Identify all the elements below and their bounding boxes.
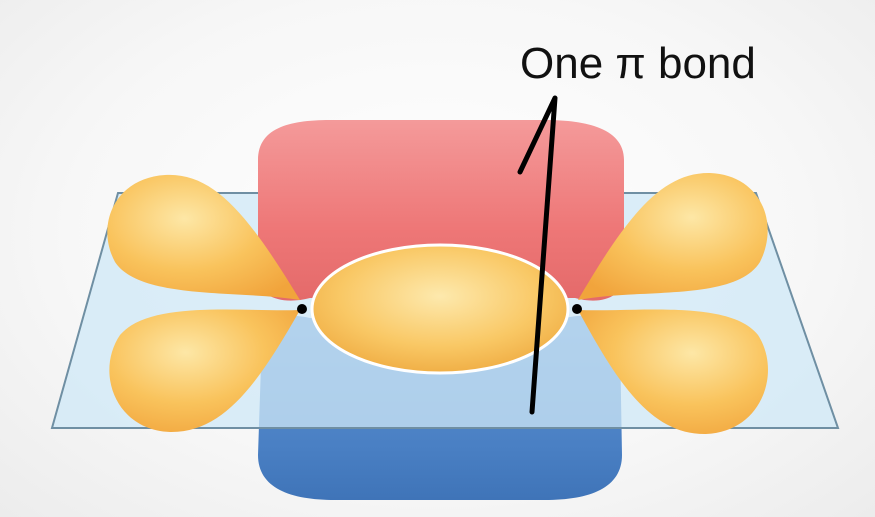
atom-nucleus-left [297,304,307,314]
left-sigma-lobe-lower [109,309,300,433]
pi-bond-label: One π bond [520,39,756,88]
right-sigma-lobe-lower [578,309,768,435]
leader-line [517,95,558,415]
sigma-bond-central [310,243,570,375]
atom-nucleus-right [572,304,582,314]
right-sigma-lobe-upper [578,172,768,300]
left-sigma-lobe-upper [107,174,300,300]
pi-lobe-top [258,120,624,301]
